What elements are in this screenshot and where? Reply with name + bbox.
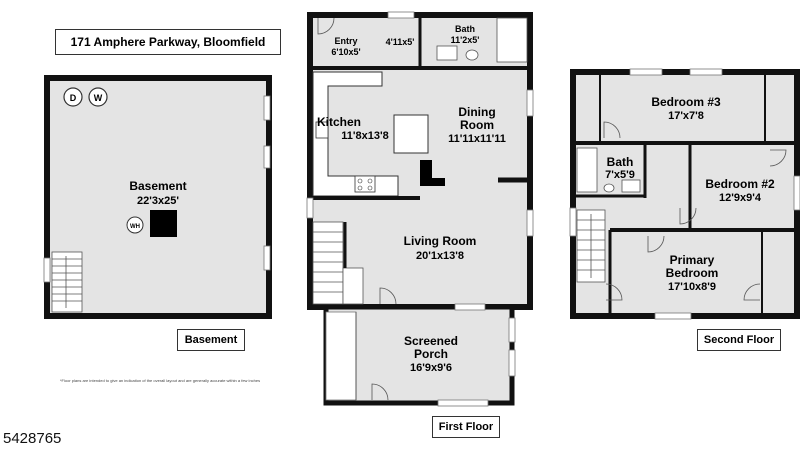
water-heater-icon bbox=[126, 216, 144, 234]
room-name-porch: Screened bbox=[404, 334, 458, 348]
room-dims-bath-2: 7'x5'9 bbox=[605, 169, 635, 181]
first-floor-plan: Kitchen 11'8x13'8 Dining Room 11'11x11'1… bbox=[306, 11, 534, 407]
dryer-icon bbox=[63, 87, 83, 107]
room-dims-bedroom-3: 17'x7'8 bbox=[668, 110, 704, 122]
room-name-primary-2: Bedroom bbox=[666, 266, 719, 280]
room-name-dining: Dining bbox=[458, 105, 495, 119]
room-dims-primary: 17'10x8'9 bbox=[668, 281, 716, 293]
room-dims-entry: 6'10x5' bbox=[331, 47, 360, 57]
room-dims-bedroom-2: 12'9x9'4 bbox=[719, 192, 762, 204]
room-name-bath-1: Bath bbox=[455, 24, 475, 34]
second-floor-stairs bbox=[576, 209, 606, 283]
room-name-kitchen: Kitchen bbox=[317, 115, 361, 129]
room-name-bedroom-3: Bedroom #3 bbox=[651, 95, 721, 109]
room-name-living: Living Room bbox=[404, 234, 477, 248]
room-name-dining-2: Room bbox=[460, 118, 494, 132]
washer-icon bbox=[88, 87, 108, 107]
basement-plan: D W WH Basement 22'3x25' bbox=[43, 75, 272, 319]
room-name-primary: Primary bbox=[670, 253, 715, 267]
room-dims-basement: 22'3x25' bbox=[137, 195, 179, 207]
room-name-basement: Basement bbox=[129, 179, 186, 193]
washer-label: W bbox=[94, 93, 103, 103]
basement-stairs bbox=[51, 251, 83, 313]
floor-label-first: First Floor bbox=[432, 416, 500, 438]
first-floor-stairs bbox=[312, 221, 364, 305]
second-floor-plan: Bedroom #3 17'x7'8 Bath 7'x5'9 Bedroom #… bbox=[569, 68, 800, 320]
dryer-label: D bbox=[70, 93, 77, 103]
floor-label-second: Second Floor bbox=[697, 329, 781, 351]
room-dims-bath-1: 11'2x5' bbox=[451, 35, 480, 45]
property-address: 171 Amphere Parkway, Bloomfield bbox=[55, 29, 281, 55]
disclaimer-text: *Floor plans are intended to give an ind… bbox=[60, 378, 261, 383]
room-name-entry: Entry bbox=[334, 36, 357, 46]
room-name-bath-2: Bath bbox=[607, 155, 634, 169]
room-name-porch-2: Porch bbox=[414, 347, 448, 361]
room-dims-dining: 11'11x11'11 bbox=[448, 133, 506, 145]
room-dims-living: 20'1x13'8 bbox=[416, 250, 464, 262]
room-name-bedroom-2: Bedroom #2 bbox=[705, 177, 775, 191]
room-dims-porch: 16'9x9'6 bbox=[410, 362, 452, 374]
furnace-icon bbox=[150, 210, 177, 237]
floor-label-basement: Basement bbox=[177, 329, 245, 351]
room-dims-hall: 4'11x5' bbox=[386, 37, 415, 47]
water-heater-label: WH bbox=[130, 224, 140, 230]
room-dims-kitchen: 11'8x13'8 bbox=[341, 130, 388, 142]
listing-id: 5428765 bbox=[3, 430, 62, 447]
